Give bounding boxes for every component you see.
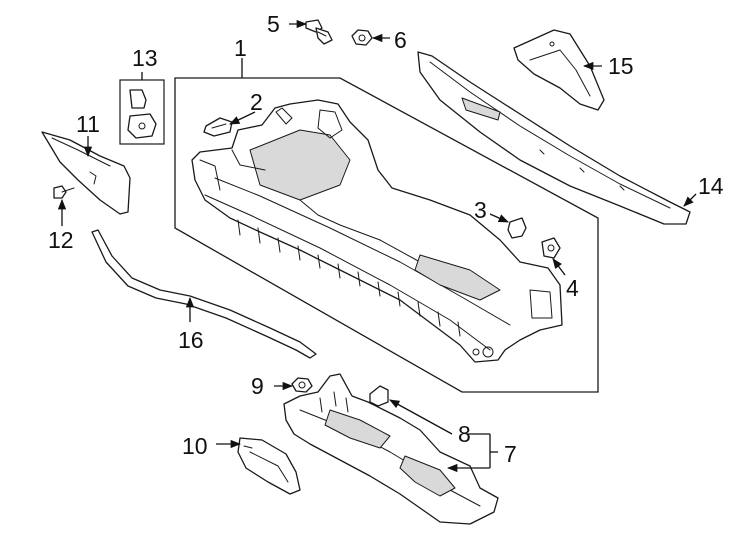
callout-16: 16 [178,327,204,353]
callout-13: 13 [132,45,158,71]
bracket-part-15[interactable] [513,29,605,111]
trim-strip-part-16[interactable] [91,229,317,359]
callout-15: 15 [608,53,634,79]
console-assembly-group-box [174,77,599,393]
reinforcement-part-14[interactable] [417,51,691,225]
callout-9: 9 [251,373,264,399]
callout-3: 3 [474,197,487,223]
clip-part-3[interactable] [507,217,527,239]
callout-labels: 1 2 3 4 5 6 7 8 9 10 11 12 13 14 15 16 [48,11,724,467]
screw-part-12[interactable] [53,185,75,199]
callout-4: 4 [566,275,579,301]
callout-14: 14 [698,173,724,199]
bolt-part-5[interactable] [305,19,333,45]
callout-8: 8 [458,421,471,447]
callout-1: 1 [234,35,247,61]
nut-clip-part-4[interactable] [541,237,561,259]
side-trim-panel-part-11[interactable] [41,131,131,215]
nut-part-6[interactable] [351,29,373,46]
callout-6: 6 [394,27,407,53]
nut-part-9[interactable] [291,377,313,393]
callout-11: 11 [76,111,100,137]
bracket-part-10[interactable] [237,437,301,495]
center-console-body[interactable] [191,99,563,363]
lower-duct-part-7[interactable] [283,373,499,525]
callout-10: 10 [182,433,208,459]
clip-part-13[interactable] [119,79,165,145]
leader-lines [57,19,697,473]
callout-5: 5 [267,11,280,37]
clip-part-8[interactable] [369,385,389,407]
callout-12: 12 [48,227,74,253]
clip-part-2[interactable] [203,117,233,137]
callout-7: 7 [504,441,517,467]
callout-2: 2 [250,89,263,115]
